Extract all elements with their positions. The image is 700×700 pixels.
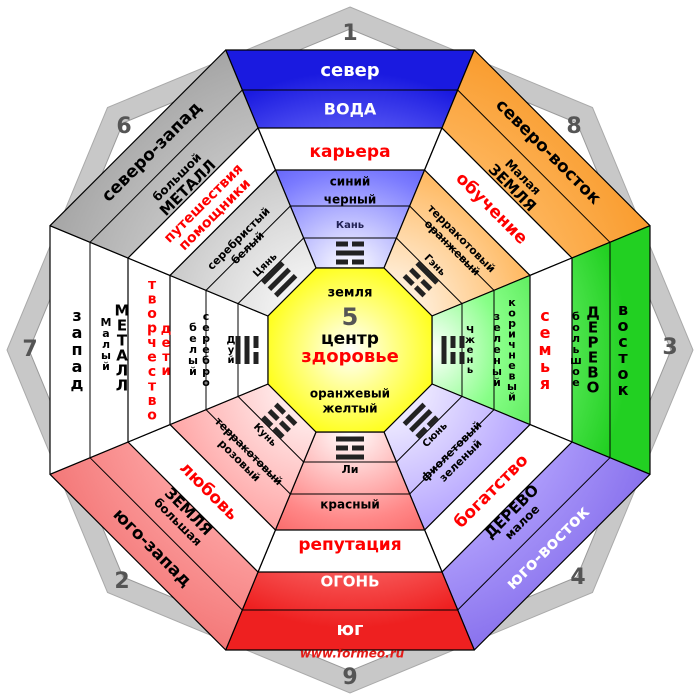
south-direction: юг bbox=[337, 619, 364, 640]
northeast-trigram-icon bbox=[402, 261, 439, 298]
sector-northwest-divider bbox=[237, 237, 304, 304]
number-north: 1 bbox=[342, 21, 357, 46]
sector-northwest-divider bbox=[89, 89, 243, 243]
north-color-2: черный bbox=[324, 193, 377, 207]
south-element: ОГОНЬ bbox=[320, 573, 379, 591]
north-trigram-name: Кань bbox=[336, 220, 364, 231]
sector-southeast-divider bbox=[409, 409, 495, 495]
number-southwest: 2 bbox=[114, 569, 129, 594]
sector-southwest-divider bbox=[205, 409, 291, 495]
sector-northwest-divider bbox=[127, 127, 259, 259]
south-trigram-icon bbox=[336, 436, 364, 460]
north-color-1: синий bbox=[330, 175, 371, 189]
center-color-1: оранжевый bbox=[310, 387, 390, 401]
north-area: карьера bbox=[309, 142, 390, 162]
center-area: здоровье bbox=[301, 346, 399, 367]
south-color-1: красный bbox=[320, 498, 380, 512]
center-octagon bbox=[267, 267, 433, 433]
southwest-trigram-icon bbox=[261, 402, 298, 439]
footer-url[interactable]: www.formeo.ru bbox=[300, 647, 405, 661]
sector-northeast-divider bbox=[424, 169, 531, 276]
sectors-layer bbox=[49, 49, 651, 651]
southeast-trigram-icon bbox=[402, 402, 439, 439]
number-west: 7 bbox=[22, 337, 37, 362]
south-area: репутация bbox=[298, 535, 401, 555]
number-east: 3 bbox=[662, 335, 677, 360]
north-trigram-icon bbox=[336, 241, 364, 265]
sector-northeast-divider bbox=[396, 237, 463, 304]
sector-southeast-divider bbox=[424, 424, 531, 531]
northwest-trigram-icon bbox=[261, 261, 298, 298]
sector-northeast-divider bbox=[441, 127, 573, 259]
number-south: 9 bbox=[342, 665, 357, 690]
north-direction: север bbox=[320, 60, 379, 81]
sector-northeast-divider bbox=[409, 205, 495, 291]
sector-southwest-divider bbox=[237, 396, 304, 463]
east-trigram-icon bbox=[441, 336, 465, 364]
number-southeast: 4 bbox=[570, 565, 585, 590]
center-title: центр bbox=[321, 329, 379, 349]
west-trigram-icon bbox=[235, 336, 259, 364]
sector-southeast-divider bbox=[396, 396, 463, 463]
sector-northeast-divider bbox=[457, 89, 611, 243]
center-color-2: желтый bbox=[322, 402, 377, 416]
sector-southwest-divider bbox=[169, 424, 276, 531]
center-number: 5 bbox=[342, 303, 359, 331]
north-element: ВОДА bbox=[324, 100, 377, 119]
south-trigram-name: Ли bbox=[342, 463, 359, 476]
number-northeast: 8 bbox=[566, 114, 581, 139]
number-northwest: 6 bbox=[116, 114, 131, 139]
sector-southeast-divider bbox=[457, 457, 611, 611]
sector-northwest-divider bbox=[205, 205, 291, 291]
sector-southwest-divider bbox=[89, 457, 243, 611]
sector-southwest-divider bbox=[127, 441, 259, 573]
center-element: земля bbox=[328, 286, 373, 301]
sector-northwest-divider bbox=[169, 169, 276, 276]
sector-southeast-divider bbox=[441, 441, 573, 573]
